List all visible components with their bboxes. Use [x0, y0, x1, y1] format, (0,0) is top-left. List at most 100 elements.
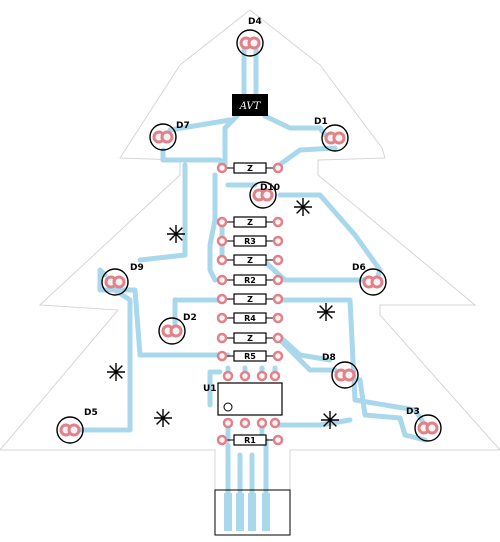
component-pad — [216, 162, 228, 174]
component-pad — [272, 274, 284, 286]
led-outline — [236, 29, 264, 57]
component-pad — [272, 216, 284, 228]
component: Z — [216, 162, 284, 174]
component: Z — [216, 254, 284, 266]
ic-pin — [222, 370, 234, 382]
led-label: D2 — [183, 313, 197, 323]
component: R4 — [216, 312, 284, 324]
connector-pad — [248, 493, 256, 531]
component-label: Z — [247, 334, 253, 343]
led-pad — [169, 324, 183, 338]
logo-text: AVT — [239, 101, 262, 112]
led-label: D8 — [322, 353, 336, 363]
led-label: D10 — [260, 183, 280, 193]
component-pad — [272, 332, 284, 344]
component-body — [233, 434, 267, 446]
connector-pad — [262, 493, 270, 531]
component-pad — [216, 332, 228, 344]
component: Z — [216, 293, 284, 305]
component-body — [233, 332, 267, 344]
component: Z — [216, 332, 284, 344]
star-icon — [294, 198, 312, 216]
component-pad — [272, 350, 284, 362]
ic-pin — [256, 370, 268, 382]
trace — [172, 297, 223, 333]
star-icon — [154, 409, 172, 427]
led-label: D1 — [314, 117, 328, 127]
ic-pin — [256, 417, 268, 429]
led-label: D3 — [406, 407, 420, 417]
component-body — [233, 162, 267, 174]
led-outline — [249, 181, 277, 209]
component: Z — [216, 216, 284, 228]
led-outline — [321, 124, 349, 152]
led-label: D4 — [248, 17, 262, 27]
component-pad — [216, 216, 228, 228]
ic-pin — [239, 370, 251, 382]
led-pad — [67, 423, 81, 437]
component-body — [233, 350, 267, 362]
trace — [275, 332, 333, 363]
connector-pad — [236, 493, 244, 531]
led-outline — [331, 361, 359, 389]
component-pad — [272, 434, 284, 446]
led-label: D5 — [84, 408, 98, 418]
connector-pad — [224, 493, 232, 531]
star-icon — [321, 411, 339, 429]
trace — [262, 259, 368, 283]
component: R1 — [216, 434, 284, 446]
trace — [277, 297, 428, 428]
decorations — [107, 198, 339, 429]
trace — [160, 147, 225, 171]
led-pad — [332, 131, 346, 145]
component-pad — [272, 162, 284, 174]
component-label: Z — [247, 256, 253, 265]
led-outline — [149, 123, 177, 151]
component: R5 — [216, 350, 284, 362]
component-label: R1 — [244, 436, 256, 445]
led-outline — [414, 414, 442, 442]
led-outline — [359, 268, 387, 296]
component-label: Z — [247, 295, 253, 304]
component-label: R3 — [244, 237, 256, 246]
component-body — [233, 254, 267, 266]
edge-connector — [214, 489, 291, 536]
trace — [137, 162, 188, 263]
trace — [167, 117, 233, 133]
led: D9 — [101, 263, 144, 296]
led: D3 — [406, 407, 442, 442]
component: R2 — [216, 274, 284, 286]
star-icon — [317, 303, 335, 321]
led: D6 — [352, 263, 387, 296]
led-label: D6 — [352, 263, 366, 273]
ic-pin — [269, 417, 281, 429]
led-outline — [101, 268, 129, 296]
component-pad — [272, 312, 284, 324]
led-pad — [112, 275, 126, 289]
ic-pin — [222, 417, 234, 429]
led-outline — [56, 416, 84, 444]
component-pad — [216, 235, 228, 247]
component-pad — [216, 350, 228, 362]
trace — [222, 113, 240, 171]
led: D5 — [56, 408, 98, 444]
logo: AVT — [232, 94, 268, 116]
trace — [262, 113, 328, 138]
star-icon — [167, 225, 185, 243]
led: D7 — [149, 121, 190, 151]
ic-u1: U1 — [203, 370, 283, 429]
led: D8 — [322, 353, 359, 389]
ic-label: U1 — [203, 384, 217, 394]
led: D2 — [158, 313, 197, 345]
component-body — [233, 293, 267, 305]
component-label: R5 — [244, 352, 256, 361]
led-pad — [160, 130, 174, 144]
component-body — [233, 216, 267, 228]
component-label: Z — [247, 218, 253, 227]
component-label: Z — [247, 164, 253, 173]
led-outline — [158, 317, 186, 345]
ic-pin — [269, 370, 281, 382]
